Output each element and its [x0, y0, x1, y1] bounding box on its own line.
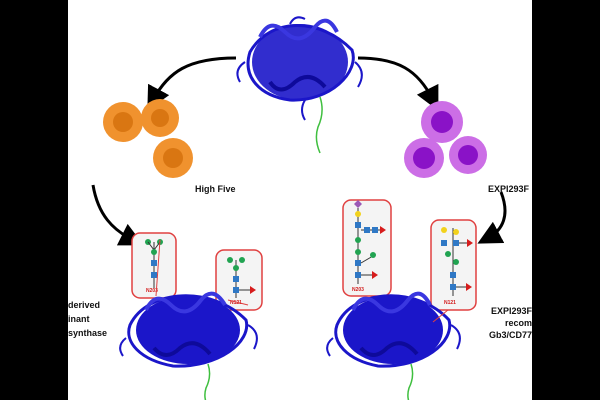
right-description-line: EXPI293F	[490, 306, 532, 316]
left-description: derived inant synthase	[68, 298, 107, 340]
right-description: EXPI293F recom Gb3/CD77	[475, 305, 532, 341]
label-high-five: High Five	[195, 184, 236, 194]
figure-canvas: N203 N121	[91, 16, 507, 400]
right-description-line: Gb3/CD77	[488, 330, 532, 340]
arrow-to-human	[357, 56, 439, 111]
glycan-box-right-b: N121	[430, 219, 477, 311]
left-description-line: inant	[68, 314, 90, 324]
arrow-human-down	[477, 191, 507, 244]
label-expi293f: EXPI293F	[488, 184, 530, 194]
site-label-left-a: N203	[146, 288, 158, 294]
protein-structure-right	[326, 291, 461, 400]
left-description-line: derived	[68, 300, 101, 310]
protein-structure-top	[236, 16, 363, 154]
arrow-insect-down	[91, 184, 144, 246]
site-label-right-a: N203	[352, 287, 364, 293]
glycan-box-left-b: N121	[215, 249, 263, 311]
glycan-box-left-a: N203	[131, 232, 177, 299]
glycan-box-right-a: N203	[342, 199, 392, 297]
figure-panel: N203 N121	[68, 0, 532, 400]
site-label-left-b: N121	[230, 300, 242, 306]
protein-structure-left	[119, 239, 258, 400]
insect-cells	[103, 99, 193, 178]
human-cells	[404, 101, 487, 178]
right-description-line: recom	[504, 318, 532, 328]
arrow-to-insect	[147, 56, 237, 111]
left-description-line: synthase	[68, 328, 108, 338]
site-label-right-b: N121	[444, 300, 456, 306]
